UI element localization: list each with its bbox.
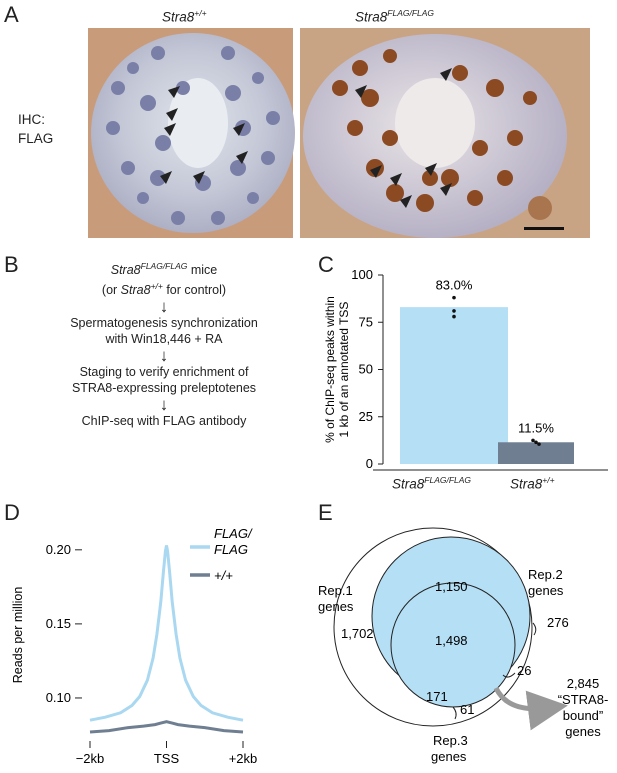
panel-c-label: C — [318, 252, 334, 277]
c-replicate-dot — [452, 314, 456, 319]
leader-276 — [532, 622, 537, 636]
micrograph-wildtype — [88, 28, 295, 238]
c-ylabel-2: 1 kb of an annotated TSS — [337, 302, 351, 438]
bound-label-1: “STRA8- — [558, 692, 609, 707]
bar-flag-value: 83.0% — [436, 278, 473, 293]
line-flag — [89, 545, 244, 722]
bar-wildtype-value: 11.5% — [518, 420, 554, 435]
workflow-arrow: ↓ — [159, 395, 169, 415]
d-ytick-label: 0.20 — [46, 542, 71, 557]
micrograph-flag — [300, 28, 590, 238]
count-rep1-only: 1,702 — [341, 626, 374, 641]
d-ytick-label: 0.10 — [46, 690, 71, 705]
chart-d: Reads per million 0.10 0.15 0.20 −2kb TSS +2… — [11, 526, 258, 766]
c-replicate-dot — [537, 442, 541, 446]
panel-b-label: B — [4, 252, 19, 277]
workflow-step-sync-detail: with Win18,446 + RA — [105, 332, 223, 347]
rep1-label-2: genes — [318, 599, 354, 614]
d-xtick-label: −2kb — [76, 751, 105, 766]
workflow-step-staging-detail: STRA8-expressing preleptotenes — [71, 381, 257, 396]
panel-e-label: E — [318, 500, 333, 525]
bar-flag — [400, 307, 508, 464]
legend-label-flag-1: FLAG/ — [214, 526, 253, 541]
d-xtick-label: TSS — [154, 751, 180, 766]
bar-wildtype — [498, 442, 574, 464]
legend-label-flag-2: FLAG — [214, 542, 248, 557]
workflow-step-chipseq: ChIP-seq with FLAG antibody — [81, 414, 247, 429]
rep2-label-1: Rep.2 — [528, 567, 563, 582]
bound-count: 2,845 — [567, 676, 600, 691]
d-ylabel: Reads per million — [11, 587, 25, 684]
c-replicate-dot — [531, 438, 535, 443]
c-replicate-dot — [452, 309, 456, 313]
count-all-three: 1,498 — [435, 633, 468, 648]
workflow-arrow: ↓ — [159, 346, 169, 366]
workflow-step-mice: Stra8FLAG/FLAG mice — [110, 261, 218, 278]
panel-a-label: A — [4, 2, 19, 27]
bound-label-3: genes — [565, 724, 601, 739]
workflow-step-control: (or Stra8+/+ for control) — [101, 281, 227, 298]
workflow-step-sync: Spermatogenesis synchronization — [70, 316, 258, 331]
count-rep2-only: 276 — [547, 615, 569, 630]
count-rep2-rep3: 26 — [517, 663, 531, 678]
workflow: Stra8FLAG/FLAG mice (or Stra8+/+ for con… — [20, 258, 308, 429]
workflow-step-staging: Staging to verify enrichment of — [79, 365, 249, 380]
c-ytick-label: 0 — [366, 456, 373, 471]
c-ytick-label: 25 — [359, 409, 373, 424]
workflow-arrow: ↓ — [159, 297, 169, 317]
rep1-label-1: Rep.1 — [318, 583, 353, 598]
chart-c: % of ChIP-seq peaks within 1 kb of an an… — [323, 267, 608, 471]
d-xtick-label: +2kb — [229, 751, 258, 766]
count-rep1-rep2: 1,150 — [435, 579, 468, 594]
c-ytick-label: 100 — [351, 267, 373, 282]
bound-label-2: bound” — [563, 708, 603, 723]
col2-genotype: Stra8FLAG/FLAG — [355, 8, 435, 25]
row-label: IHC: FLAG — [18, 112, 54, 146]
c-category-flag: Stra8FLAG/FLAG — [392, 475, 472, 492]
c-replicate-dot — [452, 295, 456, 300]
c-replicate-dot — [534, 440, 538, 445]
ihc-micrographs — [88, 28, 590, 238]
rep2-label-2: genes — [528, 583, 564, 598]
venn-diagram: Rep.1 genes Rep.2 genes Rep.3 genes 1,70… — [318, 527, 609, 764]
count-rep1-rep3: 171 — [426, 689, 448, 704]
line-wildtype — [89, 720, 244, 734]
leader-61 — [452, 706, 457, 720]
c-ytick-label: 50 — [359, 362, 373, 377]
panel-d-label: D — [4, 500, 20, 525]
rep3-label-2: genes — [431, 749, 467, 764]
bound-genes-arrow — [493, 686, 568, 731]
c-ylabel-1: % of ChIP-seq peaks within — [323, 296, 337, 443]
count-rep3-only: 61 — [460, 702, 474, 717]
d-ytick-label: 0.15 — [46, 616, 71, 631]
legend-label-wildtype: +/+ — [214, 568, 233, 583]
rep3-label-1: Rep.3 — [433, 733, 468, 748]
c-ytick-label: 75 — [359, 314, 373, 329]
col1-genotype: Stra8+/+ — [162, 8, 207, 25]
leader-26 — [502, 672, 516, 678]
c-category-wildtype: Stra8+/+ — [510, 475, 555, 492]
